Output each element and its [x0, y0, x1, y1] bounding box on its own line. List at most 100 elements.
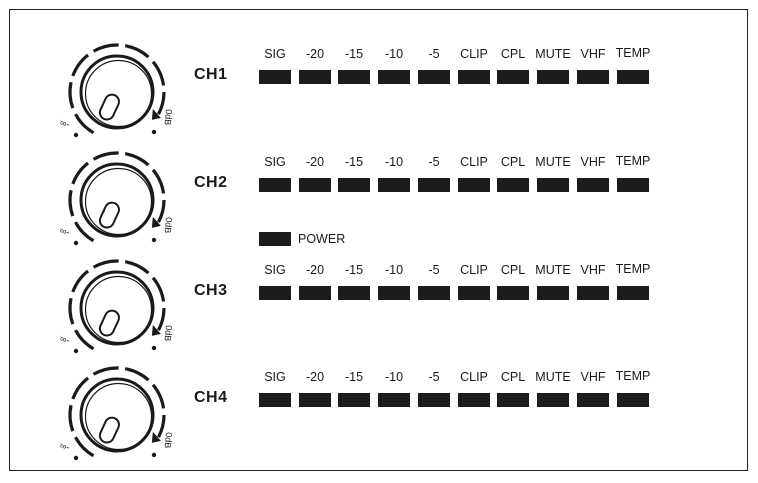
- knob-pointer: [98, 93, 120, 121]
- indicator-label: CLIP: [460, 47, 488, 61]
- indicator-led: [378, 70, 410, 84]
- knob-body: [79, 270, 155, 346]
- knob-scale-segment: [151, 276, 166, 302]
- indicator-label: CPL: [500, 155, 526, 169]
- indicator-label: -20: [305, 370, 325, 384]
- indicator-led: [418, 70, 450, 84]
- knob-inner-ring: [84, 59, 153, 128]
- knob-pointer: [98, 201, 120, 229]
- indicator-label: SIG: [264, 263, 286, 277]
- indicator-label: -15: [344, 47, 364, 61]
- indicator-label: CPL: [500, 263, 526, 277]
- indicator-label: -20: [305, 47, 325, 61]
- indicator-led: [378, 178, 410, 192]
- indicator-led: [537, 70, 569, 84]
- knob-pointer-capsule: [98, 93, 120, 121]
- knob-body: [79, 162, 155, 238]
- indicator-led: [418, 178, 450, 192]
- indicator-led: [497, 286, 529, 300]
- indicator-led: [497, 178, 529, 192]
- knob-max-dot: [151, 345, 157, 351]
- indicator-label: -10: [384, 155, 404, 169]
- knob-min-dot: [73, 455, 79, 461]
- indicator-label: -10: [384, 47, 404, 61]
- knob-scale-segment: [74, 113, 95, 135]
- knob-arrow-icon: [151, 431, 161, 443]
- knob-max-label: 0dB: [163, 432, 174, 449]
- indicator-label: TEMP: [615, 154, 651, 168]
- knob-scale-segment: [151, 60, 166, 86]
- indicator-led: [617, 178, 649, 192]
- knob-min-dot: [73, 348, 79, 354]
- knob-body: [79, 54, 155, 130]
- indicator-label: VHF: [580, 47, 606, 61]
- indicator-label: -15: [344, 155, 364, 169]
- channel-label: CH2: [194, 174, 228, 191]
- indicator-led: [378, 393, 410, 407]
- indicator-label: TEMP: [615, 46, 651, 60]
- volume-knob[interactable]: -∞dB 0dB: [60, 358, 180, 468]
- indicator-led: [299, 70, 331, 84]
- knob-scale-segment: [124, 367, 150, 382]
- indicator-label: -15: [344, 370, 364, 384]
- indicator-label: -10: [384, 370, 404, 384]
- indicator-label: CPL: [500, 47, 526, 61]
- knob-pointer: [98, 309, 120, 337]
- indicator-label: -5: [428, 155, 440, 169]
- indicator-led: [617, 70, 649, 84]
- knob-scale-segment: [74, 221, 95, 243]
- knob-pointer-capsule: [98, 309, 120, 337]
- knob-min-label: -∞dB: [60, 437, 71, 453]
- indicator-label: VHF: [580, 263, 606, 277]
- knob-min-label: -∞dB: [60, 222, 71, 238]
- knob-scale-segment: [151, 383, 166, 409]
- knob-max-dot: [151, 452, 157, 458]
- knob-scale-segment: [74, 329, 95, 351]
- knob-arrow-icon: [151, 216, 161, 228]
- indicator-led: [617, 286, 649, 300]
- indicator-led: [458, 286, 490, 300]
- power-label: POWER: [298, 232, 346, 246]
- indicator-led: [418, 393, 450, 407]
- knob-scale-segment: [74, 436, 95, 458]
- indicator-led: [458, 178, 490, 192]
- knob-arrow-icon: [151, 108, 161, 120]
- knob-max-label: 0dB: [163, 325, 174, 342]
- indicator-label: TEMP: [615, 262, 651, 276]
- indicator-led: [299, 393, 331, 407]
- indicator-label: -5: [428, 370, 440, 384]
- indicator-label: -15: [344, 263, 364, 277]
- indicator-label: MUTE: [535, 47, 571, 61]
- indicator-label: VHF: [580, 155, 606, 169]
- knob-scale-segment: [151, 168, 166, 194]
- indicator-led: [617, 393, 649, 407]
- knob-pointer-capsule: [98, 201, 120, 229]
- knob-inner-ring: [84, 275, 153, 344]
- indicator-led: [577, 70, 609, 84]
- indicator-label: MUTE: [535, 370, 571, 384]
- indicator-led: [259, 393, 291, 407]
- knob-inner-ring: [84, 167, 153, 236]
- indicator-led: [418, 286, 450, 300]
- knob-scale-segment: [157, 91, 166, 115]
- power-indicator-led: [259, 232, 291, 246]
- indicator-label: CLIP: [460, 370, 488, 384]
- knob-max-dot: [151, 129, 157, 135]
- knob-max-dot: [151, 237, 157, 243]
- knob-scale-segment: [157, 199, 166, 223]
- indicator-led: [577, 178, 609, 192]
- knob-min-label: -∞dB: [60, 114, 71, 130]
- knob-scale-segment: [71, 161, 90, 185]
- knob-scale-segment: [92, 366, 119, 376]
- indicator-label: MUTE: [535, 263, 571, 277]
- indicator-label: -20: [305, 263, 325, 277]
- indicator-label: SIG: [264, 155, 286, 169]
- knob-scale-segment: [71, 53, 90, 77]
- knob-scale-segment: [124, 44, 150, 59]
